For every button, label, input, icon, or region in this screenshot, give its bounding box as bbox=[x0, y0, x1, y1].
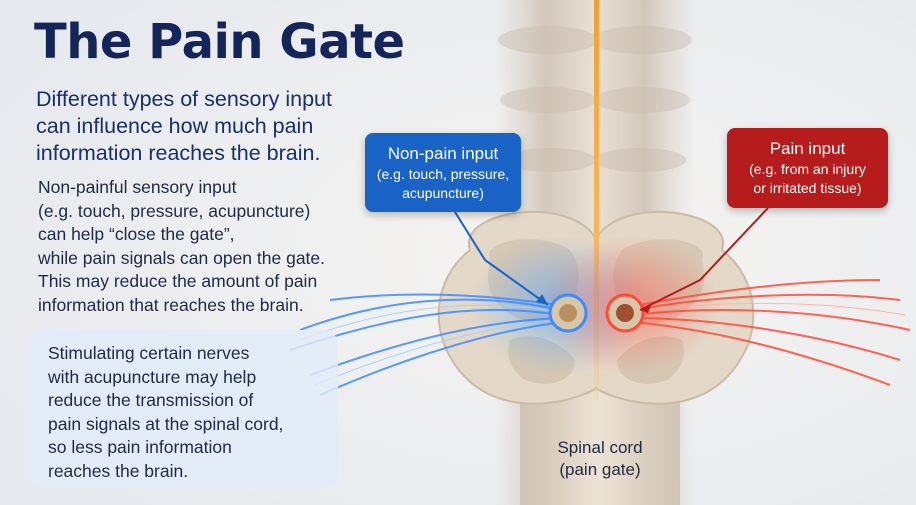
note-line: pain signals at the spinal cord, bbox=[48, 413, 284, 434]
spinal-cord-label: Spinal cord (pain gate) bbox=[540, 437, 660, 481]
subtitle-line: information reaches the brain. bbox=[36, 141, 321, 165]
pain-input-callout: Pain input (e.g. from an injury or irrit… bbox=[727, 128, 888, 208]
acupuncture-note-box bbox=[28, 330, 338, 488]
non-pain-callout-detail: (e.g. touch, pressure, bbox=[376, 166, 510, 182]
subtitle-line: can influence how much pain bbox=[36, 114, 314, 138]
spinal-cord-label-line: Spinal cord bbox=[557, 438, 643, 457]
note-line: with acupuncture may help bbox=[48, 366, 257, 387]
pain-callout-detail: or irritated tissue) bbox=[753, 180, 862, 196]
body-line: (e.g. touch, pressure, acupuncture) bbox=[38, 200, 311, 221]
spinal-cord-label-line: (pain gate) bbox=[559, 460, 641, 479]
subtitle-line: Different types of sensory input bbox=[36, 87, 332, 111]
note-line: Stimulating certain nerves bbox=[48, 343, 250, 363]
note-line: reaches the brain. bbox=[48, 460, 189, 481]
explanation-text: Non-painful sensory input (e.g. touch, p… bbox=[38, 176, 368, 317]
pain-callout-detail: (e.g. from an injury bbox=[749, 161, 866, 177]
note-line: so less pain information bbox=[48, 437, 232, 457]
body-line: Non-painful sensory input bbox=[38, 177, 237, 197]
page-title: The Pain Gate bbox=[34, 14, 405, 70]
body-line: while pain signals can open the gate. bbox=[38, 247, 326, 268]
non-pain-input-callout: Non-pain input (e.g. touch, pressure, ac… bbox=[365, 133, 521, 212]
non-pain-callout-heading: Non-pain input bbox=[387, 144, 499, 163]
acupuncture-note-text: Stimulating certain nerves with acupunct… bbox=[48, 342, 283, 483]
body-line: information that reaches the brain. bbox=[38, 294, 304, 315]
subtitle: Different types of sensory input can inf… bbox=[36, 86, 366, 167]
body-line: This may reduce the amount of pain bbox=[38, 271, 318, 291]
pain-callout-heading: Pain input bbox=[769, 139, 846, 158]
body-line: can help “close the gate”, bbox=[38, 224, 235, 244]
note-line: reduce the transmission of bbox=[48, 390, 254, 410]
non-pain-callout-detail: acupuncture) bbox=[402, 185, 484, 201]
